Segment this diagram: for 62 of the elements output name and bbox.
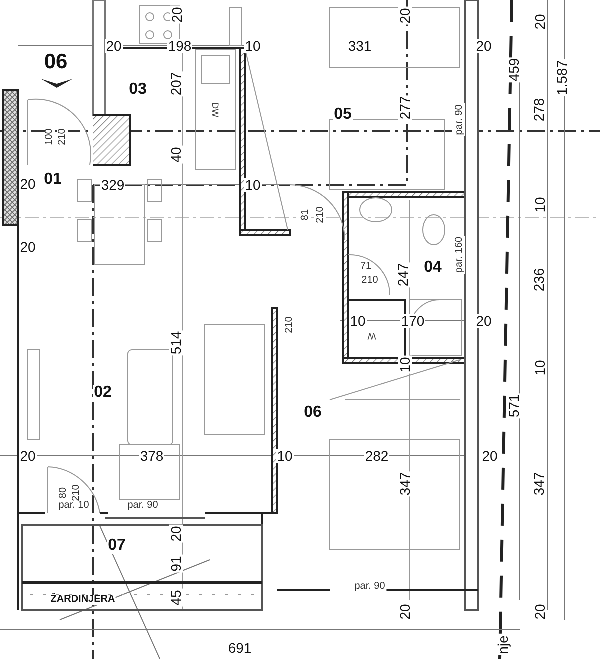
dimension-label: 10 — [533, 196, 547, 214]
dimension-label: 347 — [398, 471, 412, 497]
dimension-label: 277 — [398, 95, 412, 121]
dimension-label: 459 — [507, 57, 521, 83]
dimension-label: 170 — [400, 314, 426, 328]
dimension-label: 20 — [19, 449, 37, 463]
door-label: par. 90 — [354, 582, 386, 592]
door-label: par. 10 — [58, 501, 90, 511]
dimension-label: 10 — [533, 359, 547, 377]
dimension-label: 20 — [398, 603, 412, 621]
dimension-label: 329 — [100, 178, 126, 192]
door-label: 210 — [360, 276, 380, 286]
dimension-label: 514 — [169, 330, 183, 356]
door-label: 210 — [285, 316, 295, 334]
dimension-label: 20 — [475, 314, 493, 328]
dimension-label: 207 — [169, 71, 183, 97]
door-label: 210 — [316, 206, 326, 224]
dimension-label: 20 — [398, 7, 412, 25]
dimension-label: 236 — [532, 267, 546, 293]
door-label: 210 — [72, 484, 82, 502]
dimension-label: 91 — [169, 555, 183, 573]
dimension-label: 20 — [105, 39, 123, 53]
dimension-label: 10 — [398, 356, 412, 374]
dimension-label: 20 — [533, 13, 547, 31]
dimension-label: 20 — [533, 603, 547, 621]
dimension-label: 20 — [475, 39, 493, 53]
dimension-label: 571 — [507, 393, 521, 419]
dimension-label: 691 — [227, 641, 253, 655]
section-marker: 06 — [43, 52, 69, 72]
dimension-label: 331 — [347, 39, 373, 53]
room-number: 05 — [333, 107, 353, 123]
dimension-label: 40 — [169, 146, 183, 164]
door-label: 210 — [58, 128, 68, 146]
dimension-label: 198 — [167, 39, 193, 53]
door-label: 71 — [359, 262, 373, 272]
dimension-label: 278 — [532, 97, 546, 123]
dimension-label: 10 — [244, 178, 262, 192]
dimension-label: 20 — [169, 525, 183, 543]
planter-label: ŽARDINJERA — [50, 595, 116, 605]
door-label: 81 — [301, 208, 311, 222]
door-label: par. 90 — [126, 501, 160, 511]
dimension-label: 1.587 — [555, 59, 569, 97]
door-label: 100 — [45, 128, 55, 146]
dimension-label: 20 — [19, 177, 37, 191]
cut-off-text: nje — [496, 634, 510, 656]
dimension-label: 10 — [276, 449, 294, 463]
dimension-label: 247 — [396, 262, 410, 288]
appliance-label: DW — [210, 102, 220, 118]
door-label: par. 160 — [455, 236, 465, 274]
dimension-label: 20 — [481, 449, 499, 463]
door-label: par. 90 — [455, 104, 465, 136]
dimension-label: 10 — [349, 314, 367, 328]
dimension-label: 347 — [532, 471, 546, 497]
dimension-label: 20 — [19, 240, 37, 254]
dimension-label: 20 — [170, 6, 184, 24]
dimension-label: 10 — [244, 39, 262, 53]
dimension-label: 45 — [169, 589, 183, 607]
door-label: 80 — [59, 486, 69, 500]
appliance-label: W — [366, 332, 378, 340]
dimension-label: 282 — [364, 449, 390, 463]
room-number: 07 — [107, 538, 127, 554]
dimension-label: 378 — [139, 449, 165, 463]
